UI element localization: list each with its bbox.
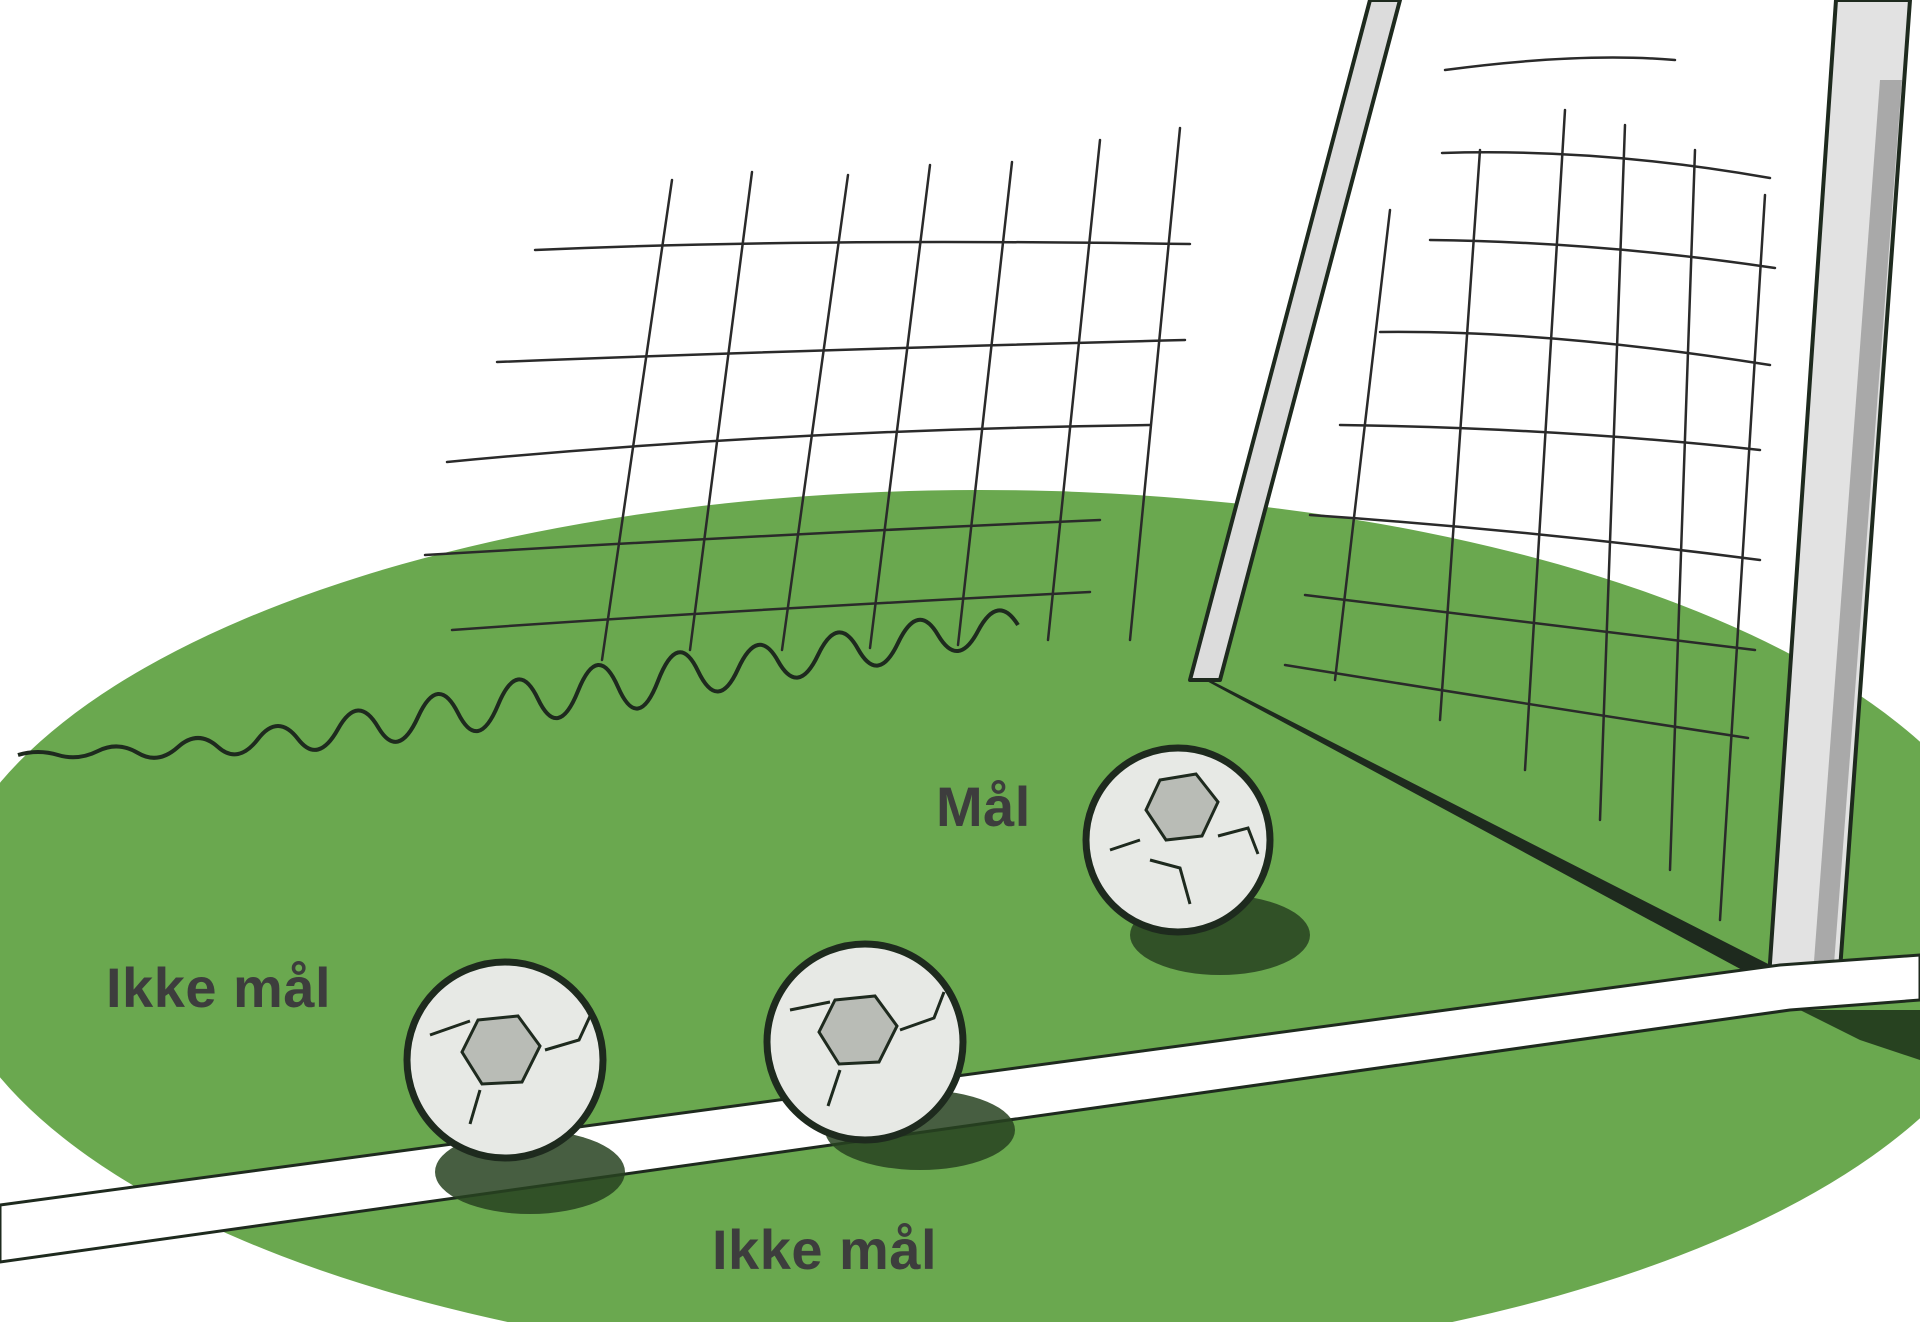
no-goal-label-bottom: Ikke mål [712,1222,937,1278]
soccer-ball-icon [767,944,963,1140]
soccer-ball-icon [1086,748,1270,932]
goal-label: Mål [936,779,1031,835]
soccer-ball-icon [407,962,603,1158]
no-goal-label-left: Ikke mål [106,960,331,1016]
